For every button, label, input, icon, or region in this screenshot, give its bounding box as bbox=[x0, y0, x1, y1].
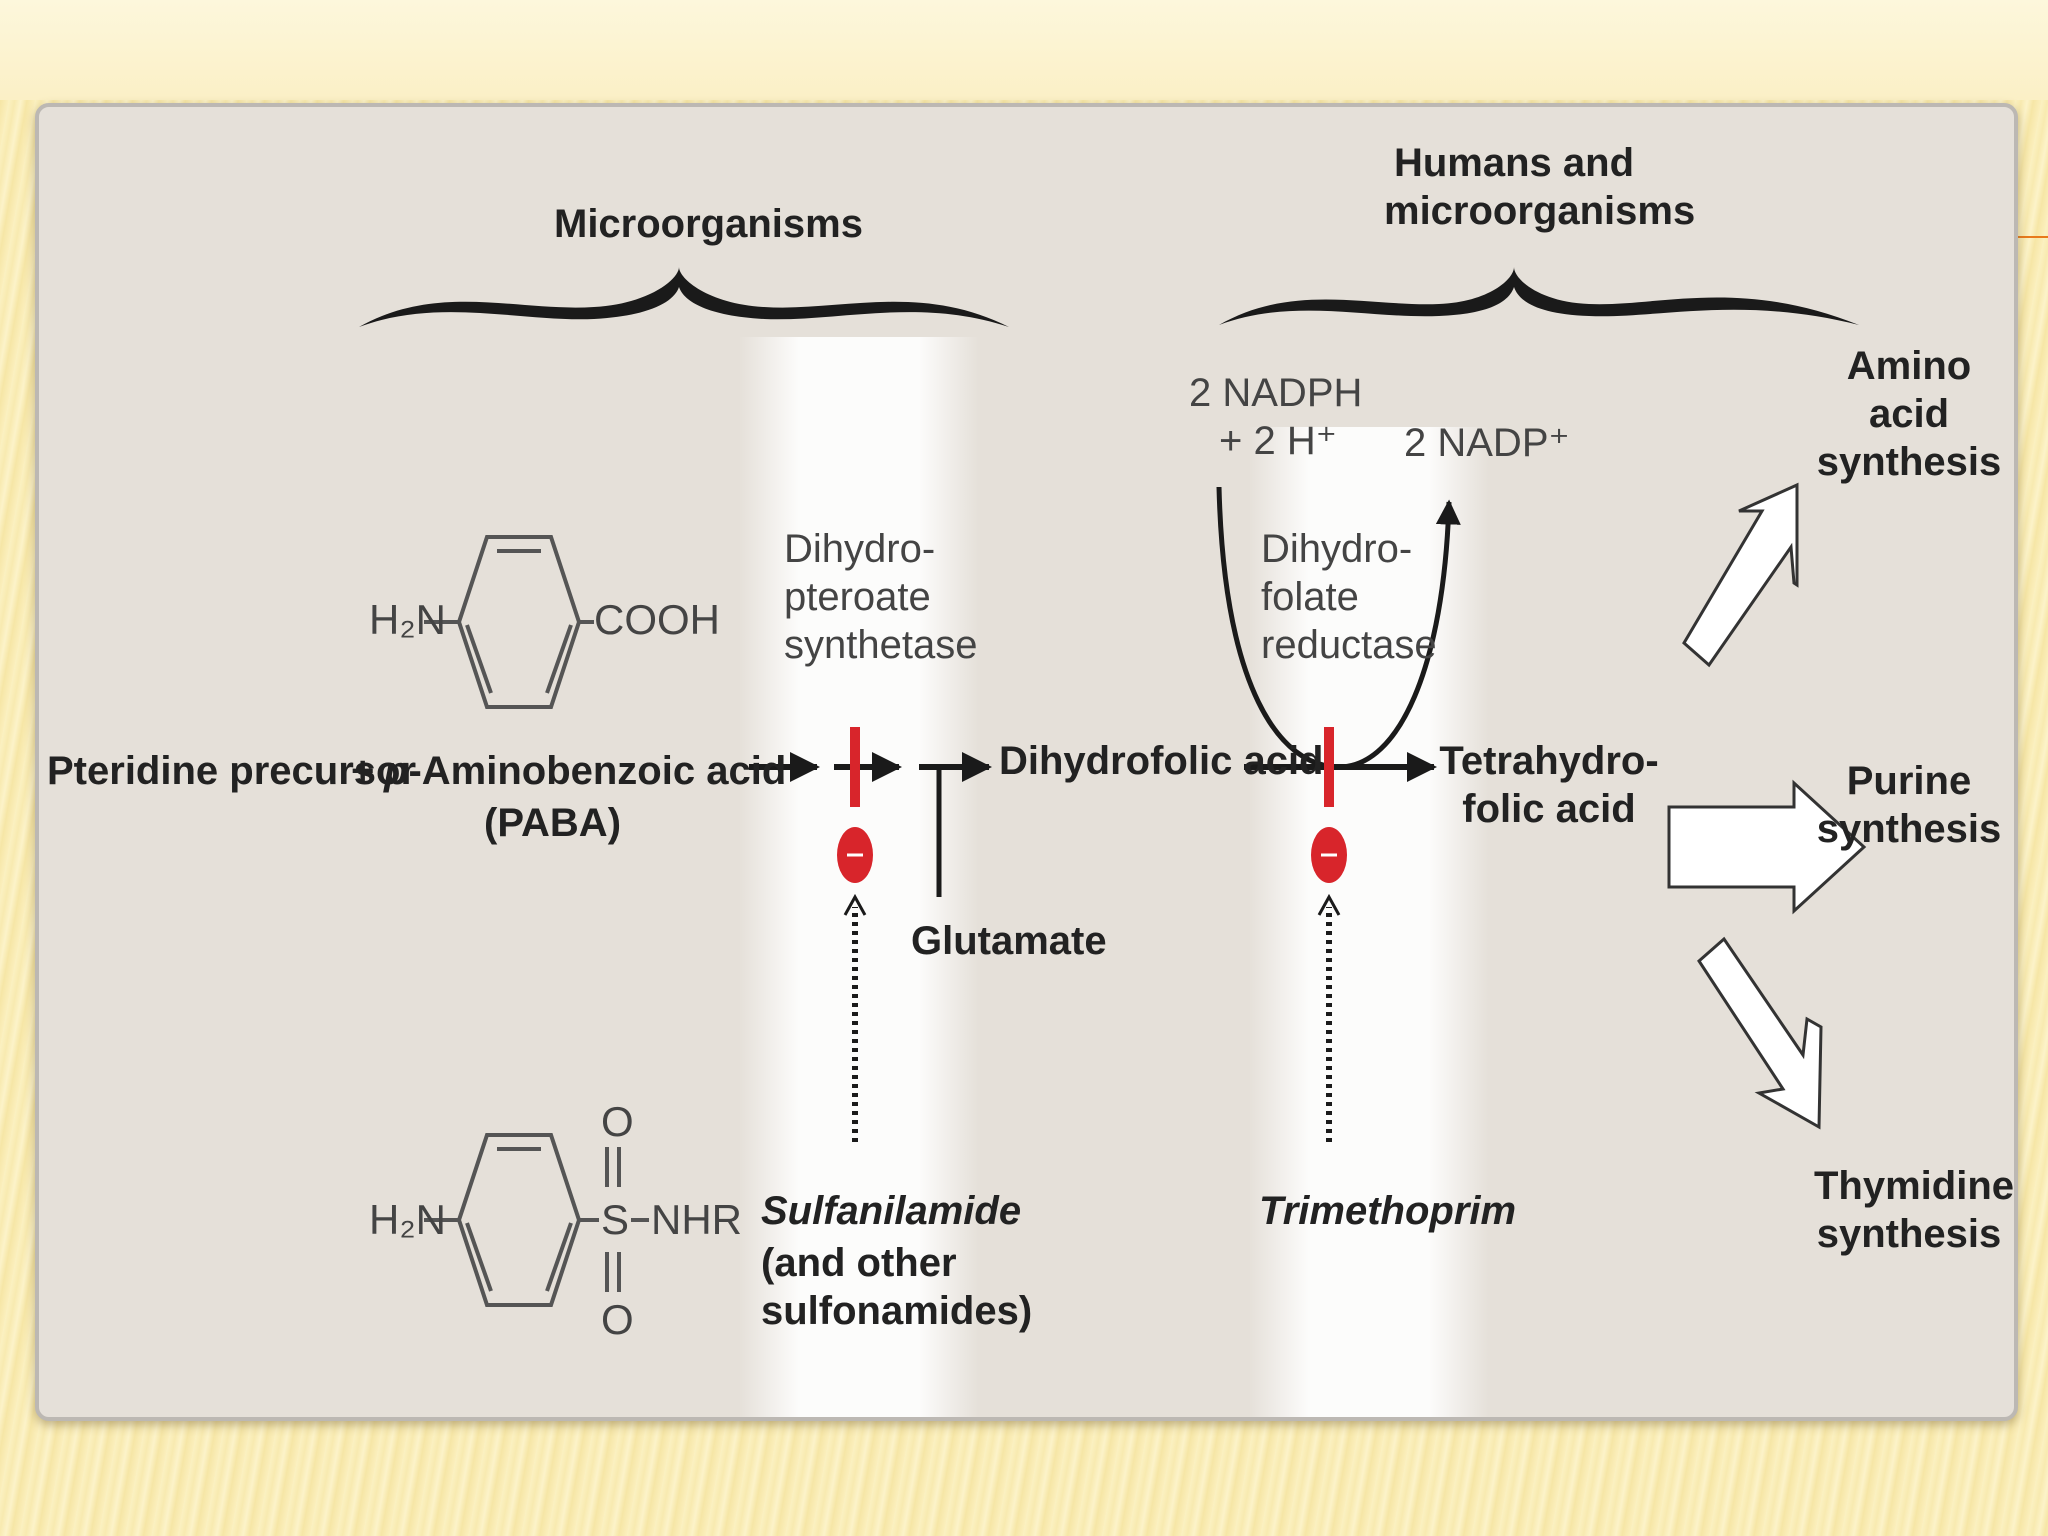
diagram-panel: Microorganisms Humans and microorganisms… bbox=[35, 103, 2018, 1421]
purine-synthesis-label: Purine synthesis bbox=[1814, 757, 2004, 853]
enzyme-dihydropteroate-synthetase: Dihydro- pteroate synthetase bbox=[784, 525, 977, 669]
sulfonamides-note-line-2: sulfonamides) bbox=[761, 1289, 1033, 1333]
sulfanilamide-nhr-group: NHR bbox=[651, 1196, 742, 1243]
product-arrows bbox=[1667, 482, 1867, 1130]
amino-acid-line-1: Amino acid bbox=[1846, 344, 1972, 436]
thymidine-synthesis-label: Thymidine synthesis bbox=[1814, 1162, 2015, 1258]
nadph-label: 2 NADPH + 2 H⁺ bbox=[1189, 369, 1362, 465]
sulfonamides-note: (and other sulfonamides) bbox=[761, 1239, 1032, 1335]
brace-humans-and-microorganisms bbox=[1219, 267, 1859, 325]
sulfanilamide-benzene-ring bbox=[424, 1133, 649, 1307]
enzyme-dhps-line-3: synthetase bbox=[784, 623, 978, 667]
nadp-plus-label: 2 NADP⁺ bbox=[1404, 421, 1570, 465]
tetrahydrofolic-line-1: Tetrahydro- bbox=[1439, 739, 1659, 783]
group-label-microorganisms: Microorganisms bbox=[554, 202, 863, 246]
paba-label: p-Aminobenzoic acid bbox=[384, 747, 786, 795]
enzyme-dihydrofolate-reductase: Dihydro- folate reductase bbox=[1261, 525, 1437, 669]
nadph-line-1: 2 NADPH bbox=[1189, 371, 1363, 415]
slide-accent-line bbox=[2010, 236, 2048, 238]
plus-sign: + bbox=[351, 749, 375, 793]
group-label-line-1: Humans and bbox=[1393, 141, 1635, 185]
paba-carboxyl-group: COOH bbox=[594, 596, 720, 643]
paba-abbreviation: (PABA) bbox=[484, 801, 622, 845]
sulfanilamide-oxygen-top: O bbox=[601, 1098, 634, 1145]
sulfonamides-note-line-1: (and other bbox=[761, 1241, 957, 1285]
brace-microorganisms bbox=[359, 267, 1009, 327]
dhfr-inhibition-marker bbox=[1311, 727, 1347, 883]
glutamate-label: Glutamate bbox=[911, 919, 1107, 963]
enzyme-dhps-line-2: pteroate bbox=[784, 575, 931, 619]
amino-acid-synthesis-label: Amino acid synthesis bbox=[1814, 342, 2004, 486]
paba-benzene-ring bbox=[424, 535, 594, 709]
enzyme-dhfr-line-1: Dihydro- bbox=[1261, 527, 1413, 571]
sulfanilamide-drug-label: Sulfanilamide bbox=[761, 1189, 1022, 1233]
purine-line-1: Purine bbox=[1846, 759, 1972, 803]
paba-italic-prefix: p bbox=[384, 749, 409, 793]
nadph-line-2: + 2 H⁺ bbox=[1219, 419, 1337, 463]
paba-amino-group: H₂N bbox=[369, 596, 446, 643]
tetrahydrofolic-acid-label: Tetrahydro- folic acid bbox=[1439, 737, 1659, 833]
group-label-line-2: microorganisms bbox=[1384, 189, 1696, 233]
nadph-cofactor-curve bbox=[1216, 486, 1461, 770]
sulfanilamide-amino-group: H₂N bbox=[369, 1196, 446, 1243]
sulfanilamide-sulfur: S bbox=[601, 1196, 630, 1243]
sulfanilamide-oxygen-bottom: O bbox=[601, 1296, 634, 1343]
diagram-graphics bbox=[359, 267, 1867, 1417]
amino-acid-line-2: synthesis bbox=[1816, 440, 2002, 484]
enzyme-dhfr-line-2: folate bbox=[1261, 575, 1359, 619]
pteridine-precursor-label: Pteridine precursor bbox=[47, 749, 417, 793]
thymidine-line-1: Thymidine bbox=[1814, 1164, 2015, 1208]
dihydrofolic-acid-label: Dihydrofolic acid bbox=[999, 739, 1324, 783]
slide-top-band bbox=[0, 0, 2048, 100]
paba-name: -Aminobenzoic acid bbox=[408, 749, 787, 793]
dhps-inhibition-marker bbox=[837, 727, 873, 883]
purine-line-2: synthesis bbox=[1816, 807, 2002, 851]
enzyme-dhps-line-1: Dihydro- bbox=[784, 527, 936, 571]
group-label-humans-and-microorganisms: Humans and microorganisms bbox=[1384, 139, 1696, 235]
trimethoprim-drug-label: Trimethoprim bbox=[1259, 1189, 1517, 1233]
dhfr-highlight-column bbox=[1249, 427, 1489, 1417]
enzyme-dhfr-line-3: reductase bbox=[1261, 623, 1437, 667]
thymidine-line-2: synthesis bbox=[1816, 1212, 2002, 1256]
inhibitor-dotted-arrows bbox=[852, 907, 1332, 1142]
tetrahydrofolic-line-2: folic acid bbox=[1462, 787, 1636, 831]
